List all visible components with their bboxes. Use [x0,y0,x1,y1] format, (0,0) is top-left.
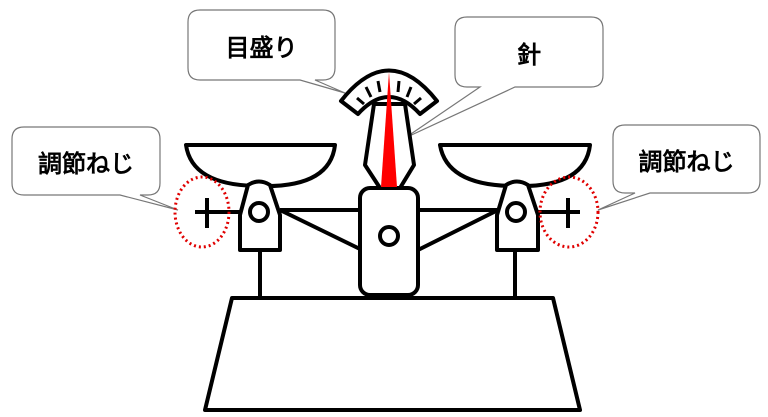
callout-needle [404,16,604,139]
callout-scale [187,9,346,94]
callout-screw-left [11,126,179,211]
screw-right [538,198,580,228]
label-screw-right: 調節ねじ [638,147,735,176]
callout-screw-right [597,124,761,211]
label-scale: 目盛り [225,33,298,62]
needle [381,72,397,187]
label-needle: 針 [517,40,541,69]
highlight-screw-left [173,175,231,249]
scale-ticks [356,80,422,106]
base [203,296,582,412]
highlight-screw-right [538,175,600,249]
label-screw-left: 調節ねじ [38,149,134,178]
screw-left [195,198,240,228]
